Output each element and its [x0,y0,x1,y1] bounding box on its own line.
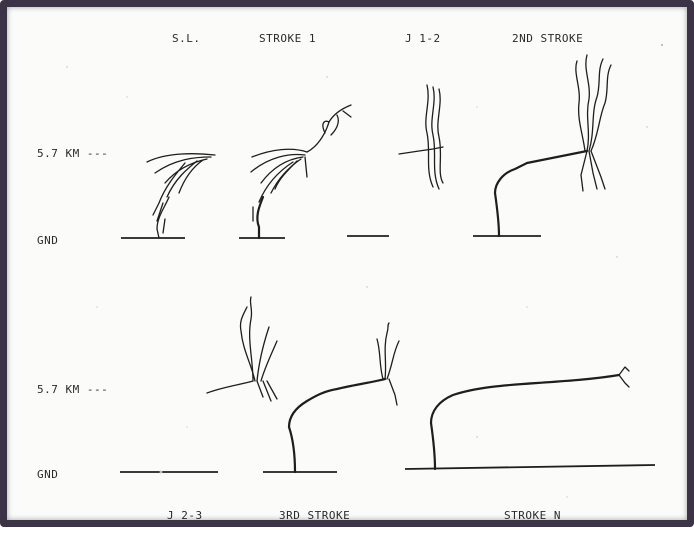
lightning-diagram: S.L. STROKE 1 J 1-2 2ND STROKE 5.7 KM --… [7,7,694,534]
panel-label-sl: S.L. [172,32,201,45]
altitude-label-bottom: 5.7 KM --- [37,383,108,396]
panel-stroke-1-sketch [239,105,351,238]
panel-j-1-2-sketch [347,85,443,236]
panel-label-j-2-3: J 2-3 [167,509,203,522]
panel-label-2nd-stroke: 2ND STROKE [512,32,583,45]
panel-label-stroke-1: STROKE 1 [259,32,316,45]
panel-sl-sketch [121,154,215,238]
ground-line-stroke-n [405,465,655,469]
panel-3rd-stroke-sketch [263,323,399,472]
ground-label-top: GND [37,234,58,247]
panel-2nd-stroke-sketch [473,55,611,236]
panel-label-stroke-n: STROKE N [504,509,561,522]
scan-speckles [66,44,663,498]
altitude-label-top: 5.7 KM --- [37,147,108,160]
panel-stroke-n-sketch [405,367,655,469]
panel-label-3rd-stroke: 3RD STROKE [279,509,350,522]
panel-label-j-1-2: J 1-2 [405,32,441,45]
ground-label-bottom: GND [37,468,58,481]
panel-j-2-3-sketch [120,297,277,472]
